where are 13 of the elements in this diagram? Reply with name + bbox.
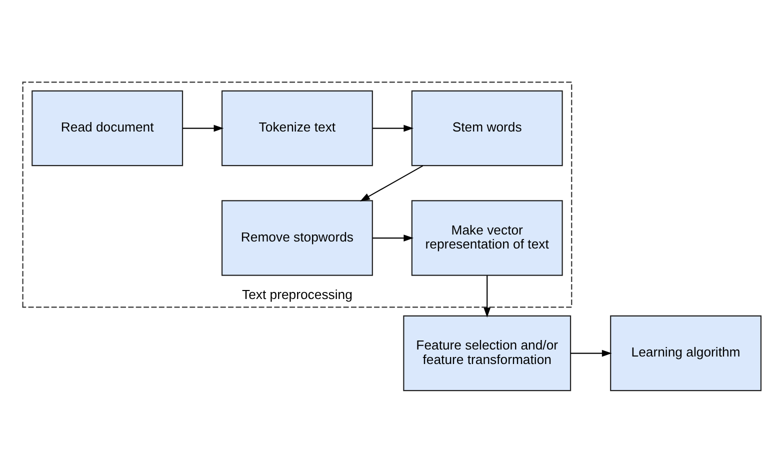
node-box: Read document xyxy=(31,90,183,166)
arrow xyxy=(372,124,414,132)
node-box: Stem words xyxy=(410,90,562,166)
arrow xyxy=(570,350,612,357)
node-box: Tokenize text xyxy=(220,90,372,166)
arrow xyxy=(182,124,224,132)
arrow xyxy=(360,165,423,202)
node-box: Feature selection and/or feature transformation xyxy=(402,315,571,392)
node-box: Learning algorithm xyxy=(610,315,762,392)
arrow xyxy=(483,276,490,318)
arrow xyxy=(372,234,414,242)
node-box: Make vector representation of text xyxy=(410,200,562,276)
node-box: Remove stopwords xyxy=(220,200,372,276)
